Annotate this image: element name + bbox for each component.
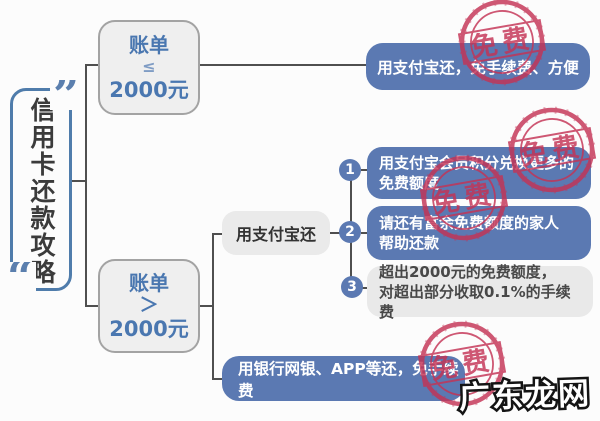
connector-line <box>361 232 368 234</box>
node-bill-under-2000: 账单 ≤ 2000元 <box>98 20 200 115</box>
free-stamp-icon: 免费 <box>411 145 518 252</box>
step-3-line-1: 超出2000元的免费额度， <box>379 262 556 281</box>
connector-line <box>200 305 213 307</box>
connector-line <box>212 233 214 380</box>
step-3-line-2: 对超出部分收取0.1%的手续费 <box>379 282 571 321</box>
step-2-line-2: 帮助还款 <box>379 234 440 252</box>
connector-line <box>85 64 87 307</box>
step-2-badge: 2 <box>339 221 361 243</box>
amount-label: 2000元 <box>109 77 189 102</box>
step-3-badge: 3 <box>341 276 363 298</box>
watermark-text: 广东龙网 <box>458 376 591 417</box>
close-quote-icon: ” <box>50 80 83 110</box>
free-stamp-label: 免费 <box>468 23 536 65</box>
node-step-3: 超出2000元的免费额度， 对超出部分收取0.1%的手续费 <box>367 263 593 321</box>
connector-line <box>362 287 369 289</box>
connector-line <box>87 305 98 307</box>
free-stamp-label: 免费 <box>430 179 498 221</box>
connector-line <box>200 64 366 66</box>
title-bracket-border <box>10 88 72 291</box>
free-stamp-icon: 免费 <box>409 311 516 418</box>
less-equal-operator: ≤ <box>142 56 156 76</box>
connector-line <box>330 232 340 234</box>
bill-label: 账单 <box>129 32 169 57</box>
connector-line <box>214 233 223 235</box>
page-title: 信用卡还款攻略 <box>27 96 56 286</box>
bill-label: 账单 <box>129 270 169 295</box>
connector-line <box>87 64 98 66</box>
free-stamp-icon: 免费 <box>449 0 556 95</box>
greater-operator: ＞ <box>139 293 159 316</box>
connector-line <box>72 180 86 182</box>
step-1-line-1: 用支付宝会员积分兑换更多的 <box>379 154 575 172</box>
free-stamp-label: 免费 <box>518 131 586 173</box>
site-watermark: 广东龙网 <box>449 365 600 421</box>
step-1-badge: 1 <box>339 159 361 181</box>
node-bill-over-2000: 账单 ＞ 2000元 <box>98 259 200 353</box>
free-stamp-icon: 免费 <box>499 97 600 204</box>
amount-label: 2000元 <box>109 316 189 341</box>
node-use-alipay: 用支付宝还 <box>222 211 330 255</box>
connector-line <box>214 378 223 380</box>
open-quote-icon: “ <box>4 262 37 292</box>
node-step-1: 用支付宝会员积分兑换更多的 免费额度 <box>367 147 591 199</box>
step-2-line-1: 请还有富余免费额度的家人 <box>379 214 560 232</box>
connector-line <box>361 169 368 171</box>
